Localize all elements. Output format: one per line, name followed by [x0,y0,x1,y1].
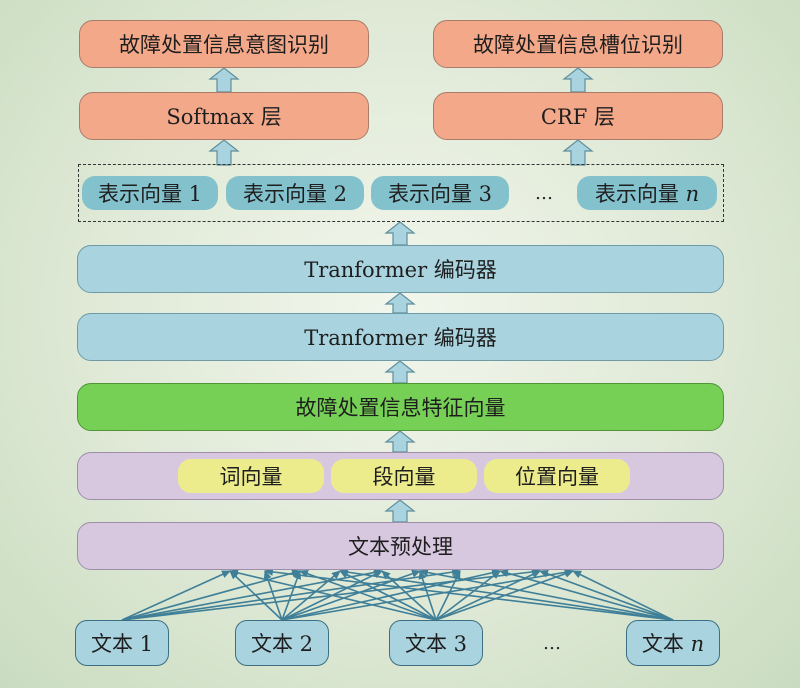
position-embedding-pill: 位置向量 [484,459,630,493]
arrow-encoder-to-rep [384,221,416,246]
input-link-line [499,569,674,621]
input-link-line [121,568,383,621]
input-link-line [229,570,283,621]
position-embedding-label: 位置向量 [515,465,599,489]
representation-vector-2: 表示向量 2 [226,176,364,210]
slot-recognition-label: 故障处置信息槽位识别 [473,33,683,57]
input-text-1: 文本 1 [75,620,169,666]
arrow-softmax-to-intent [208,67,240,93]
input-ellipsis: … [543,632,561,654]
input-text-3-label: 文本 3 [404,632,468,656]
input-link-line [435,570,541,621]
input-text-n: 文本 n [626,620,720,666]
input-link-line [339,568,674,621]
arrow-rep-to-crf [562,139,594,166]
input-link-line [281,569,421,621]
text-preprocess-box: 文本预处理 [77,522,724,570]
slot-recognition-box: 故障处置信息槽位识别 [433,20,723,68]
input-link-line [339,570,437,621]
input-link-line [264,567,674,621]
representation-vector-n-label: 表示向量 n [594,182,700,206]
transformer-encoder-box-top: Tranformer 编码器 [77,245,724,293]
crf-layer-label: CRF 层 [540,105,616,129]
representation-group [78,164,724,222]
crf-layer-box: CRF 层 [433,92,723,140]
flow-arrows [208,67,594,523]
input-link-line [539,570,674,621]
input-link-line [281,570,301,621]
input-link-line [299,569,437,621]
representation-vector-3: 表示向量 3 [371,176,509,210]
softmax-layer-label: Softmax 层 [166,105,282,129]
intent-recognition-box: 故障处置信息意图识别 [79,20,369,68]
transformer-encoder-box-bottom: Tranformer 编码器 [77,313,724,361]
input-text-2-label: 文本 2 [250,632,314,656]
representation-vector-n: 表示向量 n [577,176,717,210]
softmax-layer-box: Softmax 层 [79,92,369,140]
input-text-1-label: 文本 1 [90,632,154,656]
representation-vector-2-label: 表示向量 2 [242,182,348,206]
input-text-n-label: 文本 n [641,632,705,656]
word-embedding-label: 词向量 [219,465,283,489]
input-link-line [121,570,231,621]
word-embedding-pill: 词向量 [178,459,324,493]
arrow-crf-to-slot [562,67,594,93]
arrow-preprocess-to-embedding [384,499,416,523]
representation-ellipsis: … [535,182,553,204]
text-preprocess-label: 文本预处理 [348,535,453,559]
representation-vector-3-label: 表示向量 3 [387,182,493,206]
arrow-embedding-to-feature [384,430,416,453]
input-link-line [263,570,283,621]
input-link-line [229,568,437,621]
transformer-encoder-label-top: Tranformer 编码器 [304,258,497,282]
input-link-line [572,570,674,621]
input-link-line [419,568,674,621]
arrow-encoder-to-encoder [384,292,416,314]
representation-vector-1-label: 表示向量 1 [97,182,203,206]
input-link-line [418,570,437,621]
input-text-2: 文本 2 [235,620,329,666]
intent-recognition-label: 故障处置信息意图识别 [119,33,329,57]
segment-embedding-label: 段向量 [372,465,436,489]
arrow-rep-to-softmax [208,139,240,166]
transformer-encoder-label-bottom: Tranformer 编码器 [304,326,497,350]
arrow-feature-to-encoder [384,360,416,384]
representation-vector-1: 表示向量 1 [82,176,218,210]
input-text-3: 文本 3 [389,620,483,666]
input-links [121,567,674,621]
feature-vector-box: 故障处置信息特征向量 [77,383,724,431]
segment-embedding-pill: 段向量 [331,459,477,493]
feature-vector-label: 故障处置信息特征向量 [295,396,506,420]
input-link-line [435,570,461,621]
